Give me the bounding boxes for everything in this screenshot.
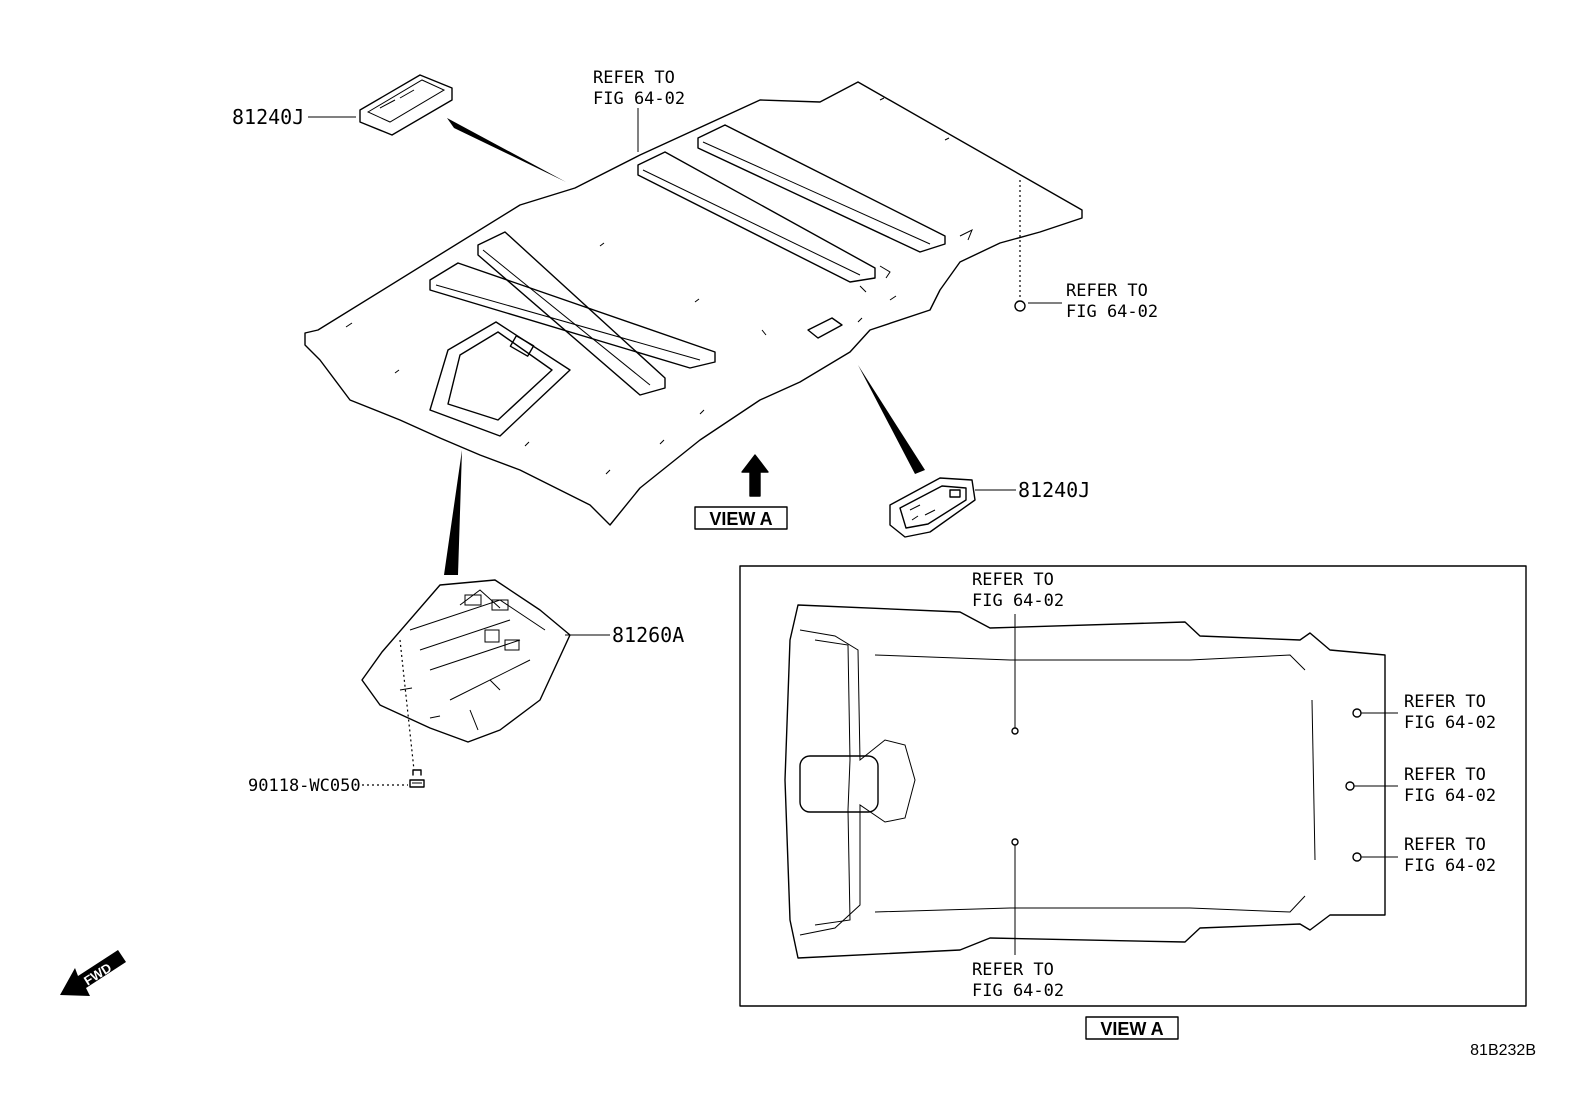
view-a-label-inset: VIEW A: [1100, 1019, 1163, 1039]
part-number-console: 81260A: [612, 623, 684, 647]
roof-headliner: [304, 81, 1083, 526]
part-number-lamp-upper: 81240J: [232, 105, 304, 129]
view-a-inset-frame: [739, 565, 1527, 1007]
inset-refer-bottom-1: REFER TO: [972, 960, 1054, 980]
view-a-headliner: [784, 604, 1386, 959]
inset-refer-r1-2: FIG 64-02: [1404, 713, 1496, 733]
part-number-screw: 90118-WC050: [248, 776, 361, 796]
inset-refer-top-2: FIG 64-02: [972, 591, 1064, 611]
refer-right-2: FIG 64-02: [1066, 302, 1158, 322]
inset-refer-bottom-2: FIG 64-02: [972, 981, 1064, 1001]
screw-icon: [409, 769, 425, 788]
pointer-console: [444, 450, 462, 575]
overhead-console: [361, 579, 571, 771]
map-lamp-upper: [359, 74, 453, 136]
refer-right-1: REFER TO: [1066, 281, 1148, 301]
refer-top-1: REFER TO: [593, 68, 675, 88]
inset-refer-r3-1: REFER TO: [1404, 835, 1486, 855]
part-number-lamp-lower: 81240J: [1018, 478, 1090, 502]
inset-refer-r2-2: FIG 64-02: [1404, 786, 1496, 806]
map-lamp-lower: [889, 477, 976, 538]
view-a-label-main: VIEW A: [709, 509, 772, 529]
refer-top-2: FIG 64-02: [593, 89, 685, 109]
fwd-arrow-icon: FWD: [60, 950, 126, 996]
inset-refer-r1-1: REFER TO: [1404, 692, 1486, 712]
pointer-upper-lamp: [447, 118, 566, 182]
inset-refer-r3-2: FIG 64-02: [1404, 856, 1496, 876]
diagram-code: 81B232B: [1470, 1042, 1536, 1059]
inset-refer-top-1: REFER TO: [972, 570, 1054, 590]
pointer-lower-lamp: [858, 365, 925, 474]
inset-refer-r2-1: REFER TO: [1404, 765, 1486, 785]
